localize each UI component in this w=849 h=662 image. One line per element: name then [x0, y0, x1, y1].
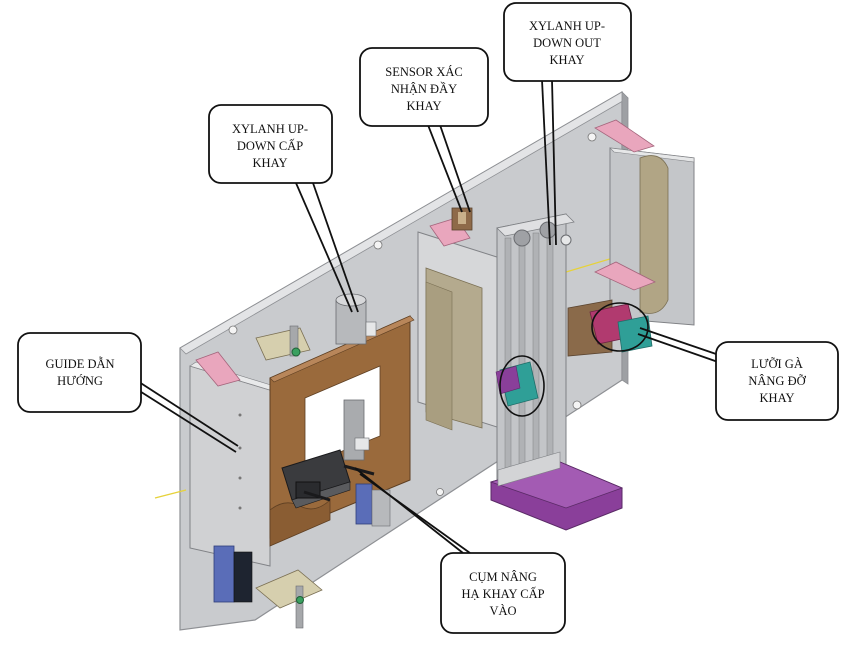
- callout-guide-dan-huong: GUIDE DẪN HƯỚNG: [17, 332, 142, 413]
- linear-rails: [213, 483, 391, 603]
- callout-line: KHAY: [760, 391, 795, 405]
- callout-sensor-xac-nhan-day-khay: SENSOR XÁC NHẬN ĐẦY KHAY: [359, 47, 489, 127]
- feed-tray-cylinder: [335, 293, 377, 461]
- callout-line: NHẬN ĐẦY: [391, 81, 457, 96]
- callout-line: GUIDE DẪN: [45, 356, 114, 371]
- bottom-bracket: [255, 569, 323, 629]
- callout-line: SENSOR XÁC: [385, 65, 462, 79]
- callout-xylanh-up-down-cap-khay: XYLANH UP- DOWN CẤP KHAY: [208, 104, 333, 184]
- feed-lift-actuator: [281, 449, 375, 509]
- callout-line: KHAY: [253, 156, 288, 170]
- callout-line: DOWN CẤP: [237, 138, 303, 153]
- callout-line: XYLANH UP-: [232, 122, 308, 136]
- callout-line: KHAY: [550, 53, 585, 67]
- tray-support-latch-right: [567, 299, 653, 357]
- callout-line: HƯỚNG: [57, 374, 103, 388]
- callout-luoi-ga-nang-do-khay: LƯỠI GÀ NÂNG ĐỠ KHAY: [715, 341, 839, 421]
- right-guide-wall: [594, 119, 695, 326]
- callout-xylanh-up-down-out-khay: XYLANH UP- DOWN OUT KHAY: [503, 2, 632, 82]
- callout-line: KHAY: [407, 99, 442, 113]
- callout-line: XYLANH UP-: [529, 19, 605, 33]
- tray-full-sensor: [417, 207, 501, 431]
- callout-line: CỤM NÂNG: [469, 570, 537, 584]
- left-guide-wall: [189, 351, 275, 567]
- callout-line: DOWN OUT: [533, 36, 601, 50]
- out-tray-cylinder: [489, 213, 624, 531]
- leader-lines: [135, 79, 720, 554]
- callout-cum-nang-ha-khay-cap-vao: CỤM NÂNG HẠ KHAY CẤP VÀO: [440, 552, 566, 634]
- callout-line: HẠ KHAY CẤP: [461, 586, 544, 601]
- callout-line: LƯỠI GÀ: [751, 357, 803, 371]
- callout-line: VÀO: [489, 604, 516, 618]
- callout-line: NÂNG ĐỠ: [748, 374, 806, 388]
